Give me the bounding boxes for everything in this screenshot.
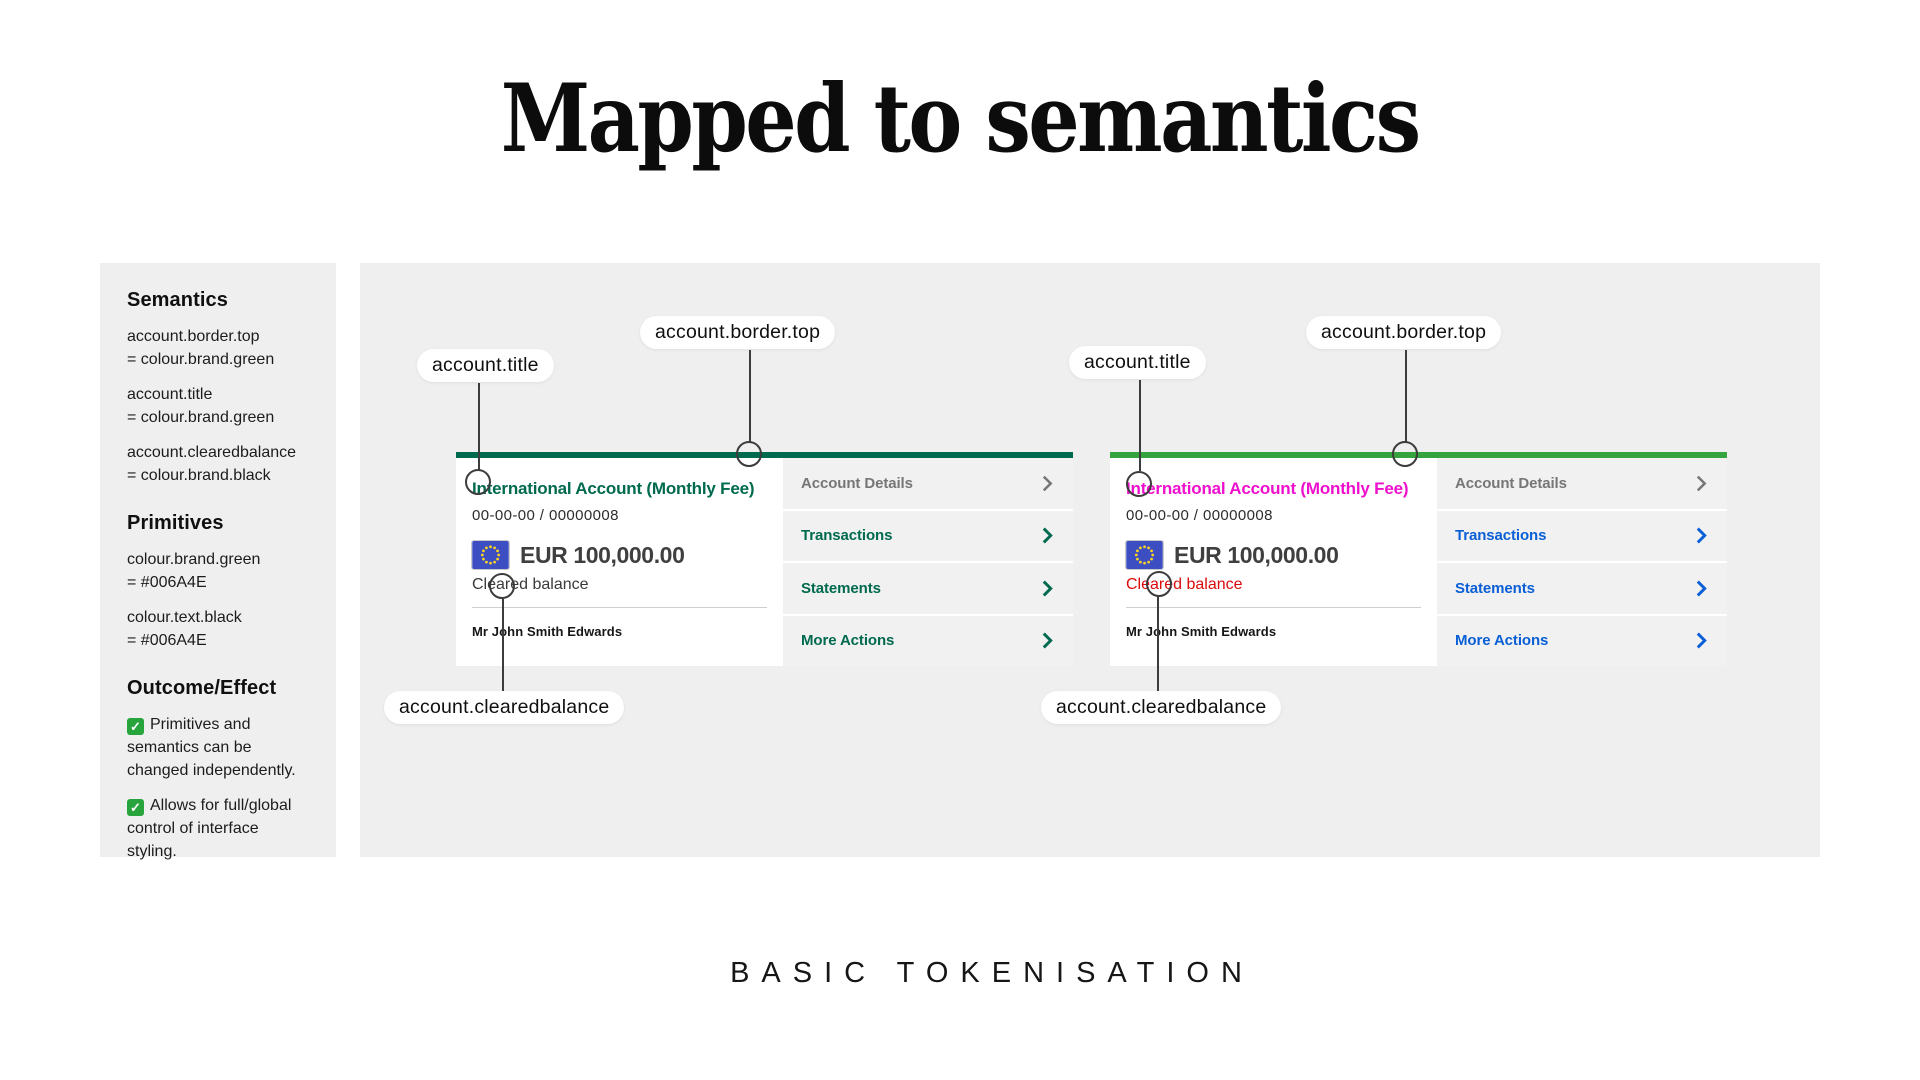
divider (472, 607, 767, 608)
menu-item-statements[interactable]: Statements (783, 563, 1073, 614)
menu-item-more-actions[interactable]: More Actions (1437, 615, 1727, 666)
annotation-account-border-top: account.border.top (1306, 316, 1502, 349)
cleared-balance-amount: EUR 100,000.00 (1174, 541, 1339, 568)
annotation-line (1405, 350, 1407, 443)
account-holder-name: Mr John Smith Edwards (1126, 624, 1277, 639)
chevron-right-icon (1696, 632, 1707, 649)
chevron-right-icon (1696, 580, 1707, 597)
menu-item-statements[interactable]: Statements (1437, 563, 1727, 614)
semantic-token-border-top: account.border.top = colour.brand.green (127, 325, 309, 371)
token-value: = colour.brand.green (127, 409, 275, 426)
token-value: = #006A4E (127, 632, 207, 649)
chevron-right-icon (1042, 527, 1053, 544)
chevron-right-icon (1042, 475, 1053, 492)
menu-item-transactions[interactable]: Transactions (783, 510, 1073, 561)
slide-title-text: Mapped to semantics (501, 64, 1421, 174)
token-value: = colour.brand.black (127, 467, 271, 484)
account-number: 00-00-00 / 00000008 (472, 507, 619, 524)
account-title: International Account (Monthly Fee) (1126, 479, 1409, 498)
cleared-balance-label: Cleared balance (472, 576, 589, 593)
token-value: = #006A4E (127, 574, 207, 591)
check-icon: ✓ (127, 718, 144, 735)
slide-title: Mapped to semantics (0, 70, 1920, 169)
annotation-account-border-top: account.border.top (640, 316, 836, 349)
outcome-item: ✓Primitives and semantics can be changed… (127, 713, 309, 782)
annotation-line (502, 599, 504, 691)
account-top-border (456, 452, 1073, 458)
annotation-account-title: account.title (417, 349, 554, 382)
primitive-token-text-black: colour.text.black = #006A4E (127, 606, 309, 652)
annotation-ring (1392, 441, 1418, 467)
slide-caption: BASIC TOKENISATION (730, 957, 1254, 989)
annotation-ring (465, 469, 491, 495)
semantic-token-title: account.title = colour.brand.green (127, 383, 309, 429)
annotation-line (478, 383, 480, 470)
annotation-account-clearedbalance: account.clearedbalance (1041, 691, 1282, 724)
outcome-text: Allows for full/global control of interf… (127, 797, 292, 860)
token-name: colour.text.black (127, 609, 242, 626)
token-name: account.title (127, 386, 213, 403)
divider (1126, 607, 1421, 608)
semantic-token-clearedbalance: account.clearedbalance = colour.brand.bl… (127, 441, 309, 487)
account-menu: Account Details Transactions Statements … (783, 458, 1073, 666)
menu-item-transactions[interactable]: Transactions (1437, 510, 1727, 561)
annotation-account-title: account.title (1069, 346, 1206, 379)
token-value: = colour.brand.green (127, 351, 275, 368)
account-summary: International Account (Monthly Fee) 00-0… (1110, 458, 1437, 666)
annotation-line (1139, 380, 1141, 471)
annotation-ring (736, 441, 762, 467)
annotation-line (749, 350, 751, 443)
annotation-ring (489, 573, 515, 599)
chevron-right-icon (1696, 527, 1707, 544)
account-title: International Account (Monthly Fee) (472, 479, 755, 498)
token-sidebar: Semantics account.border.top = colour.br… (100, 263, 336, 860)
account-number: 00-00-00 / 00000008 (1126, 507, 1273, 524)
cleared-balance-amount: EUR 100,000.00 (520, 541, 685, 568)
sidebar-heading-outcome: Outcome/Effect (127, 677, 277, 699)
account-card-green: International Account (Monthly Fee) 00-0… (456, 452, 1073, 666)
primitive-token-brand-green: colour.brand.green = #006A4E (127, 548, 309, 594)
account-holder-name: Mr John Smith Edwards (472, 624, 623, 639)
account-card-magenta: International Account (Monthly Fee) 00-0… (1110, 452, 1727, 666)
account-summary: International Account (Monthly Fee) 00-0… (456, 458, 783, 666)
token-name: account.border.top (127, 328, 260, 345)
sidebar-heading-primitives: Primitives (127, 512, 224, 534)
annotation-ring (1146, 571, 1172, 597)
check-icon: ✓ (127, 799, 144, 816)
outcome-item: ✓Allows for full/global control of inter… (127, 794, 309, 863)
eu-flag-icon (471, 540, 510, 570)
chevron-right-icon (1696, 475, 1707, 492)
annotation-ring (1126, 471, 1152, 497)
account-top-border (1110, 452, 1727, 458)
menu-item-account-details[interactable]: Account Details (783, 458, 1073, 509)
annotation-line (1157, 597, 1159, 691)
chevron-right-icon (1042, 632, 1053, 649)
outcome-text: Primitives and semantics can be changed … (127, 716, 296, 779)
menu-item-more-actions[interactable]: More Actions (783, 615, 1073, 666)
sidebar-heading-semantics: Semantics (127, 289, 228, 311)
menu-item-account-details[interactable]: Account Details (1437, 458, 1727, 509)
token-name: colour.brand.green (127, 551, 261, 568)
token-name: account.clearedbalance (127, 444, 297, 461)
account-menu: Account Details Transactions Statements … (1437, 458, 1727, 666)
annotation-account-clearedbalance: account.clearedbalance (384, 691, 625, 724)
chevron-right-icon (1042, 580, 1053, 597)
eu-flag-icon (1125, 540, 1164, 570)
